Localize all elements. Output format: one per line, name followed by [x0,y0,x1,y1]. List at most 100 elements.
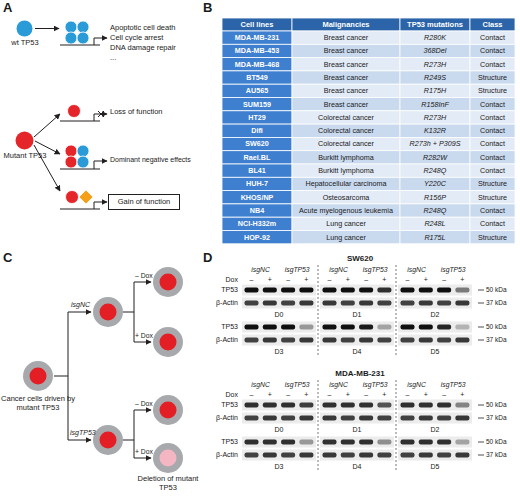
table-cell-bg [292,204,400,217]
blot-band [263,301,277,306]
dox-sign: – [438,276,450,284]
blot-strip [242,400,316,411]
mixed-tetramer [65,145,89,168]
node-caption: Mutant TP53 [1,152,49,161]
class-cell: Structure [470,177,515,190]
mutation-cell: Y220C [400,177,470,190]
class-cell: Contact [470,137,515,150]
outcome-text: ... [110,54,195,63]
mutation-cell: R280K [400,31,470,44]
blot-band [359,440,373,445]
table-cell-bg [470,137,515,150]
split-line [123,440,134,441]
marker-tick [478,290,484,291]
blot-band [281,288,295,293]
blot-band [377,301,391,306]
blot-band [455,440,469,445]
blot-band [281,301,295,306]
blot-band [437,403,451,408]
outcome-text: Loss of function [110,108,195,117]
class-cell: Contact [470,31,515,44]
blot-band [281,453,295,458]
cell-line-name: BL41 [222,164,292,177]
blot-band [377,440,391,445]
split-line [134,282,135,342]
table-cell-bg [292,58,400,71]
blot-band [401,440,415,445]
marker-tick [478,303,484,304]
day-label: D0 [242,426,316,434]
blot-band [401,338,415,343]
table-cell-bg [292,98,400,111]
dox-sign: + [456,391,468,399]
mutation-cell: 368Del [400,44,470,57]
protein-shape [16,132,34,150]
protein-label: β-Actin [203,299,238,307]
size-marker: 50 kDa [486,323,516,330]
table-cell-bg [222,111,292,124]
treatment-label: + Dox [135,332,155,340]
mutation-cell: R249S [400,71,470,84]
dox-sign: + [300,276,312,284]
blot-band [359,416,373,421]
class-cell: Contact [470,111,515,124]
split-line [123,312,134,313]
table-cell-bg [470,231,515,244]
blot-band [437,453,451,458]
table-cell-bg [400,164,470,177]
blot-band [437,288,451,293]
blot-strip [242,413,316,424]
table-cell-bg [400,111,470,124]
size-marker: 37 kDa [486,299,516,306]
blot-band [377,288,391,293]
marker-tick [478,418,484,419]
split-line [68,312,69,440]
blot-band [263,325,277,330]
table-cell-bg [400,84,470,97]
treatment-label: + Dox [135,448,155,456]
dox-sign: – [324,276,336,284]
mutation-cell: R273H [400,58,470,71]
node-caption: Cancer cells driven by mutant TP53 [0,395,76,412]
blot-strip [398,322,472,333]
table-cell-bg [292,84,400,97]
dox-sign: + [342,276,354,284]
blot-strip [398,437,472,448]
day-label: D5 [398,348,472,356]
dox-sign: – [402,391,414,399]
guide-label: isgNC [71,301,93,309]
lane-header: isgNC [399,381,435,389]
mutation-cell: R248Q [400,164,470,177]
table-cell-bg [292,151,400,164]
class-cell: Contact [470,217,515,230]
table-cell-bg [292,137,400,150]
blot-strip [320,298,394,309]
blot-band [455,338,469,343]
arrow [134,282,151,283]
panel-letter: A [3,1,17,16]
block-cross [98,111,104,117]
table-cell-bg [222,18,292,31]
blot-band [401,325,415,330]
arrow [68,312,91,313]
cell-line-name: KHOS/NP [222,191,292,204]
malignancy-cell: Lung cancer [292,217,400,230]
blot-strip [398,335,472,346]
day-label: D3 [242,348,316,356]
blot-band [419,453,433,458]
blot-band [359,453,373,458]
malignancy-cell: Colorectal cancer [292,111,400,124]
table-cell-bg [222,137,292,150]
day-label: D1 [320,426,394,434]
table-cell-bg [222,217,292,230]
table-cell-bg [470,58,515,71]
blot-band [359,325,373,330]
day-label: D2 [398,311,472,319]
dox-sign: – [246,276,258,284]
blot-band [263,416,277,421]
cell-line-title: SW620 [310,254,410,263]
blot-band [419,288,433,293]
table-cell-bg [292,44,400,57]
dox-sign: – [438,391,450,399]
